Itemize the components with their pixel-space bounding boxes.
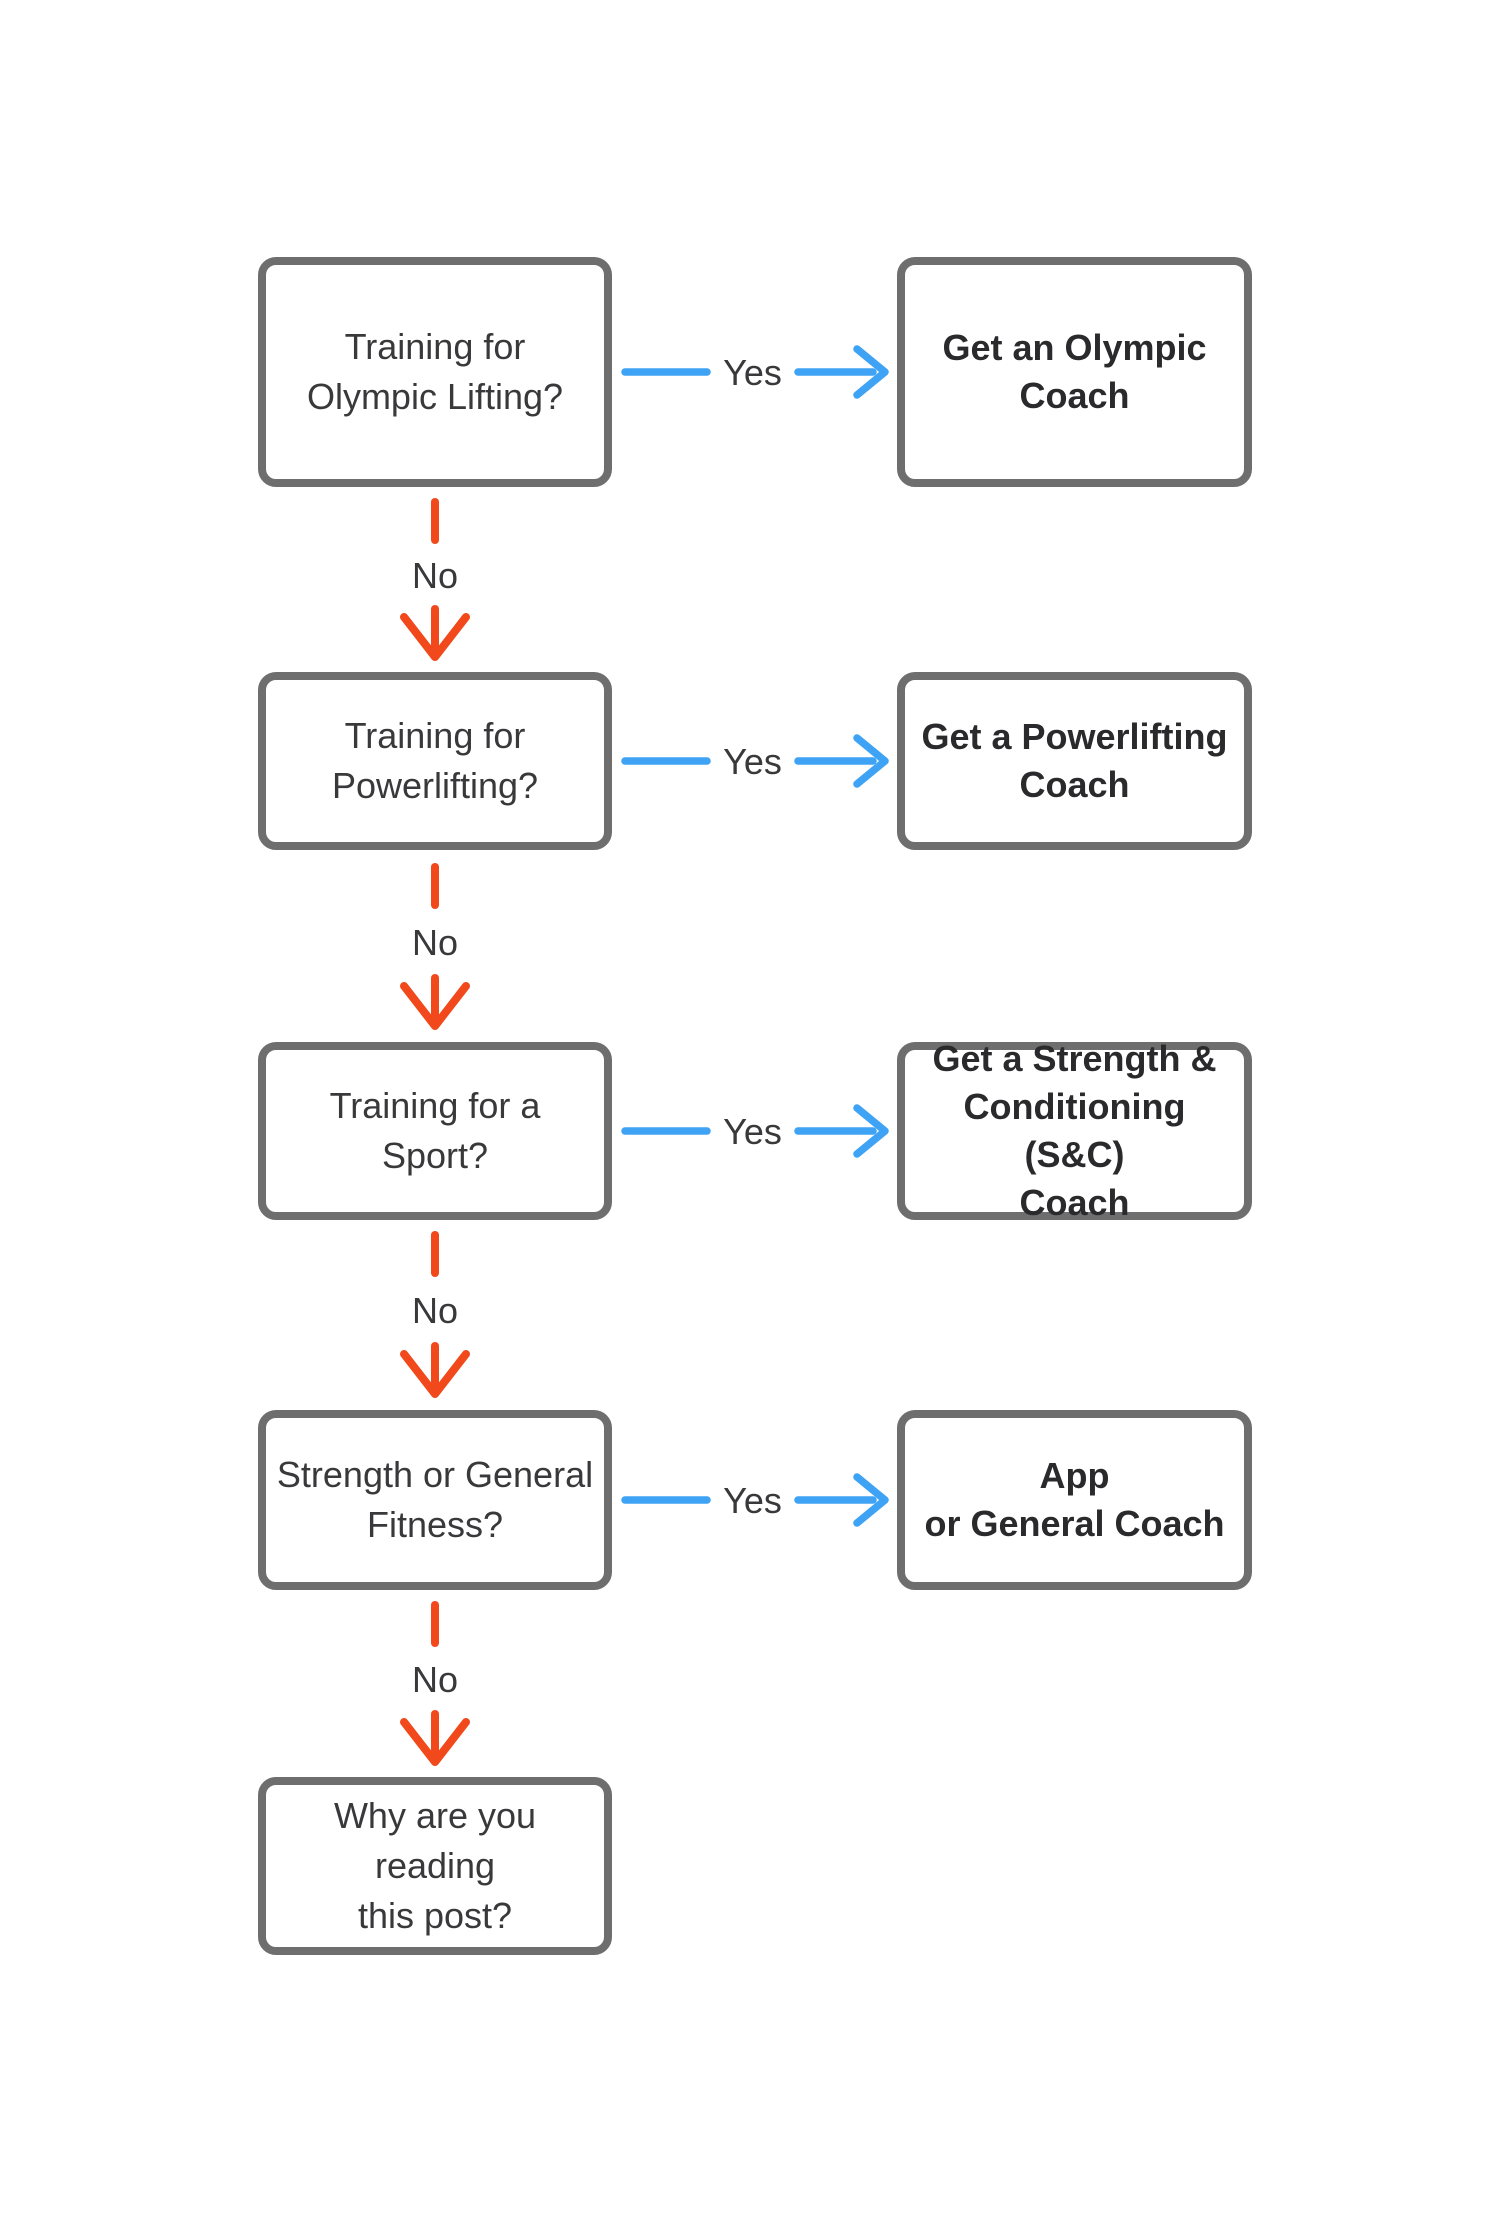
question-line: Strength or General: [276, 1454, 594, 1495]
yes-label: Yes: [723, 740, 782, 782]
question-line: this post?: [357, 1895, 513, 1936]
answer-line: Get a Strength &: [932, 1038, 1217, 1079]
yes-connector-row-1: Yes: [620, 332, 893, 412]
yes-connector-row-2: Yes: [620, 721, 893, 801]
question-line: Training for a Sport?: [329, 1085, 541, 1176]
yes-line-icon: [621, 368, 711, 376]
question-line: Training for: [344, 326, 526, 367]
question-line: Fitness?: [366, 1504, 504, 1545]
outcome-box-app-or-general-coach: App or General Coach: [897, 1410, 1252, 1590]
question-line: Olympic Lifting?: [306, 376, 564, 417]
yes-connector-row-3: Yes: [620, 1091, 893, 1171]
outcome-box-powerlifting-coach: Get a Powerlifting Coach: [897, 672, 1252, 850]
yes-line-icon: [621, 1127, 711, 1135]
yes-line-icon: [621, 757, 711, 765]
no-label: No: [411, 1658, 459, 1700]
answer-line: or General Coach: [924, 1503, 1225, 1544]
answer-line: Coach: [1019, 1182, 1130, 1223]
no-connector-row-3: No: [395, 1230, 475, 1400]
answer-line: Coach: [1019, 764, 1130, 805]
question-line: Why are you reading: [333, 1795, 537, 1886]
no-label: No: [411, 921, 459, 963]
question-box-powerlifting: Training for Powerlifting?: [258, 672, 612, 850]
no-arrow-down-icon: [400, 605, 470, 661]
no-dash-icon: [431, 863, 439, 909]
yes-label: Yes: [723, 1110, 782, 1152]
answer-line: Get a Powerlifting: [921, 716, 1228, 757]
no-dash-icon: [431, 1231, 439, 1277]
no-arrow-down-icon: [400, 1710, 470, 1766]
no-arrow-down-icon: [400, 1342, 470, 1398]
no-connector-row-4: No: [395, 1600, 475, 1768]
yes-line-icon: [621, 1496, 711, 1504]
no-arrow-down-icon: [400, 974, 470, 1030]
no-dash-icon: [431, 498, 439, 544]
yes-arrow-right-icon: [794, 1473, 889, 1527]
no-dash-icon: [431, 1601, 439, 1647]
no-label: No: [411, 1289, 459, 1331]
outcome-box-olympic-coach: Get an Olympic Coach: [897, 257, 1252, 487]
no-connector-row-1: No: [395, 497, 475, 663]
no-connector-row-2: No: [395, 862, 475, 1032]
answer-line: App: [1039, 1455, 1110, 1496]
yes-connector-row-4: Yes: [620, 1460, 893, 1540]
yes-label: Yes: [723, 1479, 782, 1521]
outcome-box-sc-coach: Get a Strength & Conditioning (S&C) Coac…: [897, 1038, 1252, 1223]
question-box-why-reading: Why are you reading this post?: [258, 1777, 612, 1955]
question-line: Training for: [344, 715, 526, 756]
answer-line: Conditioning (S&C): [963, 1086, 1186, 1175]
yes-arrow-right-icon: [794, 1104, 889, 1158]
answer-line: Coach: [1019, 375, 1130, 416]
yes-arrow-right-icon: [794, 734, 889, 788]
yes-arrow-right-icon: [794, 345, 889, 399]
question-box-sport: Training for a Sport?: [258, 1042, 612, 1220]
answer-line: Get an Olympic: [942, 327, 1207, 368]
yes-label: Yes: [723, 351, 782, 393]
question-line: Powerlifting?: [331, 765, 539, 806]
question-box-olympic-lifting: Training for Olympic Lifting?: [258, 257, 612, 487]
no-label: No: [411, 554, 459, 596]
question-box-general-fitness: Strength or General Fitness?: [258, 1410, 612, 1590]
